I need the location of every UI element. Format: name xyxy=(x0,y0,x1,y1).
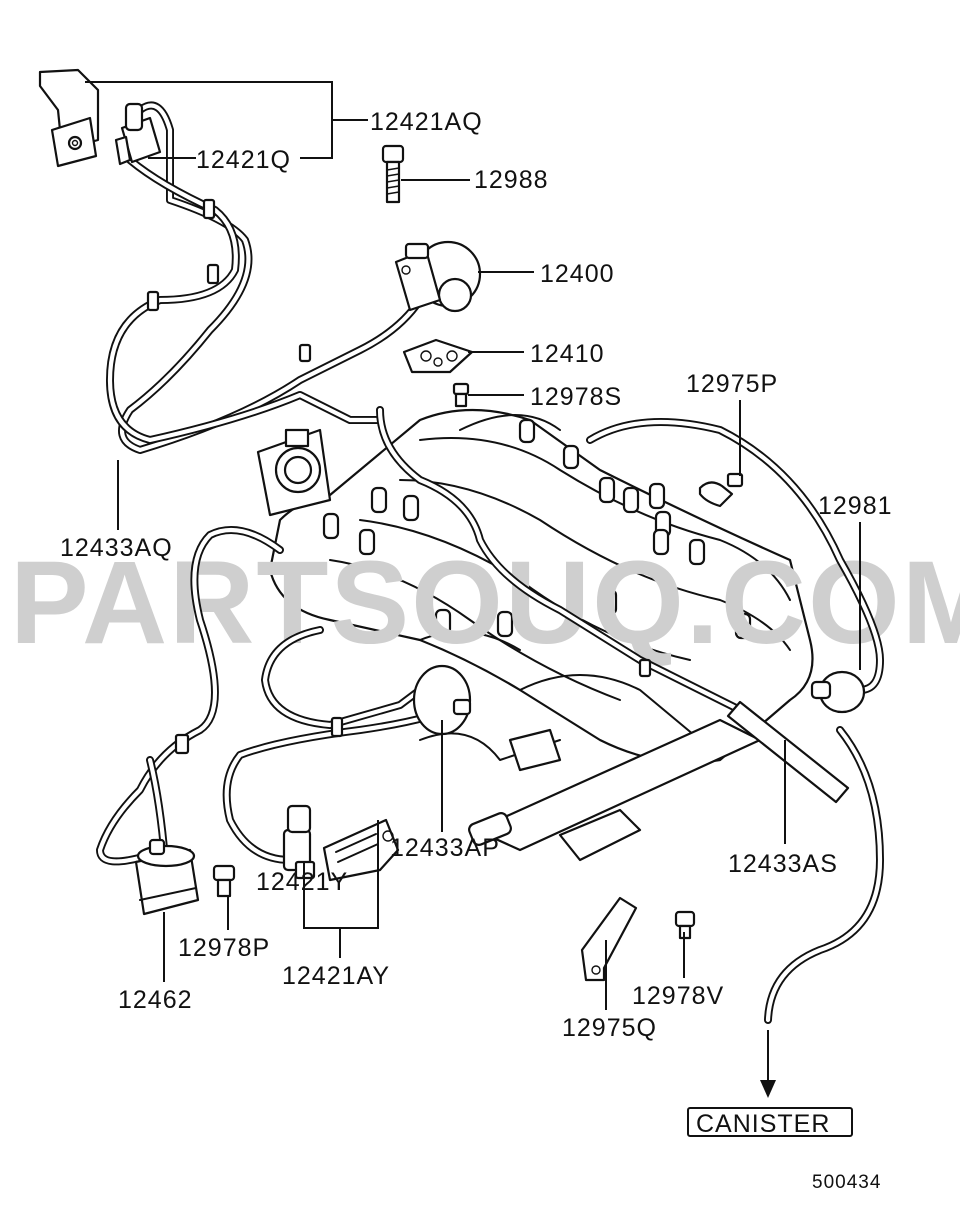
label-12421q: 12421Q xyxy=(196,146,291,174)
label-12981: 12981 xyxy=(818,492,893,520)
egr-valve xyxy=(394,240,482,313)
bolt-12988 xyxy=(381,144,405,204)
vacuum-hoses xyxy=(96,101,884,1024)
label-12978v: 12978V xyxy=(632,982,724,1010)
label-12421ay: 12421AY xyxy=(282,962,390,990)
leader-lines xyxy=(85,81,861,1010)
label-12421aq: 12421AQ xyxy=(370,108,483,136)
fuel-rail xyxy=(419,718,762,862)
label-12462: 12462 xyxy=(118,986,193,1014)
label-12433as: 12433AS xyxy=(728,850,838,878)
label-12433aq: 12433AQ xyxy=(60,534,173,562)
solenoid-bracket-lower xyxy=(322,818,400,882)
hose-sleeve xyxy=(726,700,850,804)
label-12978s: 12978S xyxy=(530,383,622,411)
egr-gasket xyxy=(402,338,474,374)
bracket-12975q xyxy=(580,896,638,982)
clamp-12975p xyxy=(698,472,744,508)
check-valve xyxy=(810,670,866,714)
part-labels: 12421AQ 12421Q 12988 12400 12410 12978S … xyxy=(60,108,893,1042)
label-12400: 12400 xyxy=(540,260,615,288)
runner-posts xyxy=(322,418,752,640)
label-12421y: 12421Y xyxy=(256,868,348,896)
canister-arrow xyxy=(760,1030,776,1098)
canister-label: CANISTER xyxy=(696,1110,830,1138)
figure-id: 500434 xyxy=(812,1172,881,1193)
hose-clips xyxy=(146,198,652,755)
vacuum-reservoir xyxy=(134,838,200,916)
solenoid-valve-top xyxy=(114,102,162,166)
watermark-text: PARTSOUQ.COM xyxy=(10,537,960,669)
label-12433ap: 12433AP xyxy=(390,834,500,862)
canister-callout: CANISTER xyxy=(687,1107,853,1138)
throttle-body xyxy=(256,428,332,517)
solenoid-bracket-top xyxy=(38,68,100,168)
label-12975q: 12975Q xyxy=(562,1014,657,1042)
label-12975p: 12975P xyxy=(686,370,778,398)
label-12410: 12410 xyxy=(530,340,605,368)
bolt-12978p xyxy=(212,864,236,898)
label-12978p: 12978P xyxy=(178,934,270,962)
bolt-12978s xyxy=(452,382,470,408)
vacuum-tank xyxy=(412,664,472,736)
label-12988: 12988 xyxy=(474,166,549,194)
